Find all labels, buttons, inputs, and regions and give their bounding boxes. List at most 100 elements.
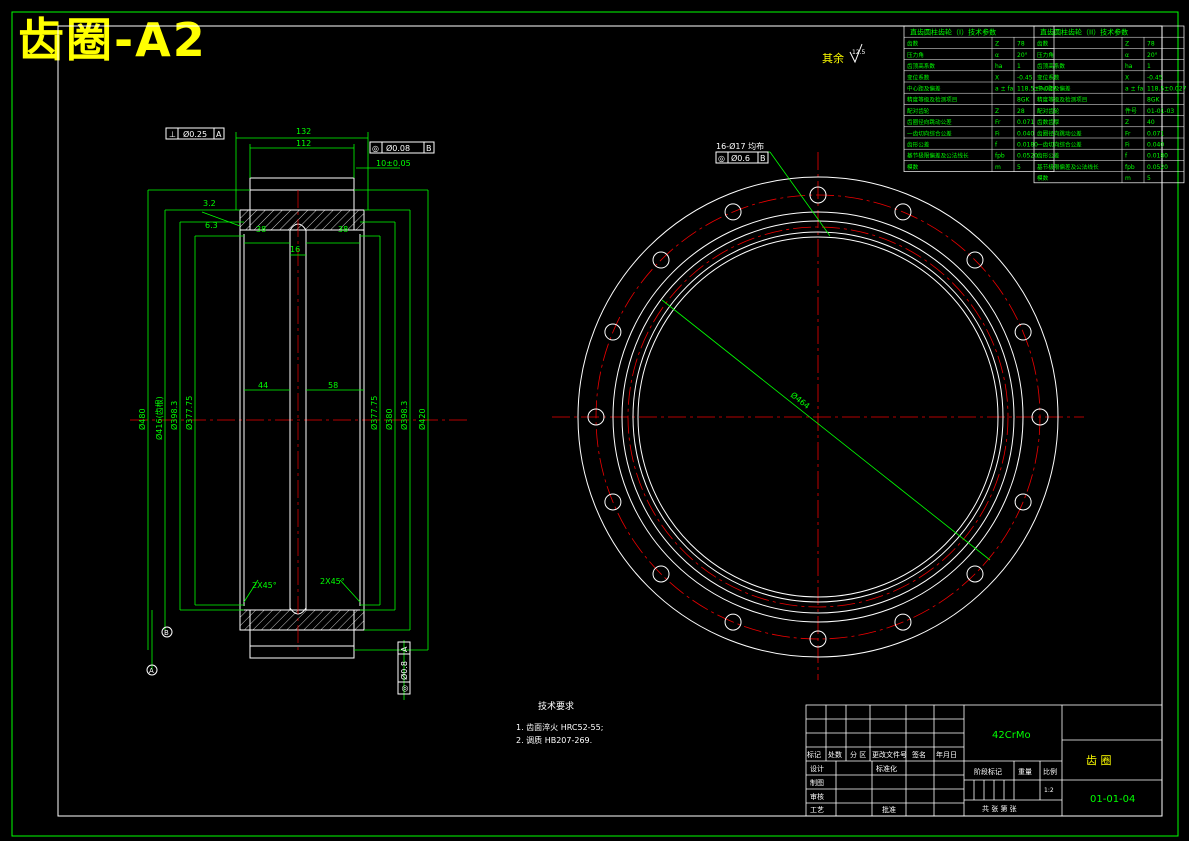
table-cell: 精度等级及检测项目: [1037, 96, 1087, 104]
surface-symbol-value: 12.5: [852, 49, 866, 56]
tb-material: 42CrMo: [992, 730, 1031, 741]
roughness-symbol-icon: [849, 43, 863, 64]
hole-note: 16-Ø17 均布: [716, 141, 764, 151]
table-cell: 配对齿轮: [1037, 107, 1060, 115]
table-cell: 齿形公差: [907, 141, 930, 149]
table-cell: 件号: [1125, 107, 1137, 115]
hole-gdt-value: Ø0.6: [731, 153, 750, 163]
surface-note: 其余: [822, 51, 844, 65]
front-view: [552, 152, 1084, 680]
bolt-hole: [1014, 323, 1032, 341]
table-cell: 118.5±0.027: [1147, 86, 1187, 93]
tb-row-check: 制图: [810, 778, 824, 787]
table-cell: 0.040: [1017, 130, 1034, 137]
table-title: 直齿圆柱齿轮（I）技术参数: [910, 28, 996, 37]
table-cell: m: [995, 164, 1001, 171]
gdt-top-left-symbol: ⊥: [169, 130, 176, 139]
table-cell: Fr: [995, 119, 1001, 126]
table-cell: 20°: [1147, 52, 1158, 59]
tb-row-design: 设计: [810, 764, 824, 773]
bolt-hole: [1014, 493, 1032, 511]
datum-a: A: [149, 667, 154, 675]
table-cell: 0.0520: [1147, 164, 1168, 171]
table-cell: 模数: [1037, 174, 1049, 182]
tech-req-title: 技术要求: [538, 700, 574, 712]
tb-drawing-no: 01-01-04: [1090, 794, 1135, 805]
table-cell: 基节极限偏差及公法线长: [1037, 163, 1099, 171]
tb-header-5: 签名: [912, 750, 926, 759]
pcd-dimension: [661, 151, 991, 561]
table-cell: m: [1125, 175, 1131, 182]
table-cell: 压力角: [1037, 51, 1054, 59]
table-cell: 齿圈径向跳动公差: [1037, 129, 1082, 137]
tb-header-4: 更改文件号: [872, 750, 907, 759]
gdt-top-right-datum: B: [426, 144, 432, 153]
tb-row-review: 审核: [810, 792, 824, 801]
gdt-bottom-datum: A: [400, 646, 409, 652]
roughness-1: 3.2: [203, 199, 216, 208]
tb-header-3: 分 区: [850, 750, 866, 759]
dim-left-tooth: 38: [256, 225, 266, 234]
bolt-hole: [894, 203, 912, 221]
hole-gdt-symbol: ◎: [718, 154, 725, 163]
table-cell: 中心距及偏差: [907, 85, 941, 93]
bolt-hole: [587, 408, 605, 426]
tb-header-1: 标记: [807, 750, 821, 759]
dim-left-bore: 44: [258, 381, 268, 390]
tb-row-std: 标准化: [876, 764, 897, 773]
table-cell: 一齿切向综合公差: [907, 129, 952, 137]
table-cell: 齿顶高系数: [1037, 62, 1065, 70]
table-cell: 压力角: [907, 51, 924, 59]
table-cell: Z: [1125, 119, 1129, 126]
tb-weight: 重量: [1018, 768, 1032, 776]
table-cell: X: [1125, 74, 1129, 81]
gdt-top-left-value: Ø0.25: [183, 129, 207, 139]
table-cell: -0.45: [1147, 74, 1163, 81]
table-cell: 0.0180: [1017, 142, 1038, 149]
table-cell: 齿圈径向跳动公差: [907, 118, 952, 126]
table-cell: Z: [1125, 41, 1129, 48]
gdt-frame-bottom: [397, 641, 411, 695]
dim-right-bore: 58: [328, 381, 338, 390]
tb-row-approve: 批准: [882, 805, 896, 814]
table-cell: 01-01-03: [1147, 108, 1174, 115]
bolt-hole: [724, 613, 742, 631]
tb-header-6: 年月日: [936, 750, 957, 759]
table-cell: 5: [1017, 164, 1021, 171]
table-title: 直齿圆柱齿轮（II）技术参数: [1040, 28, 1128, 37]
table-cell: Z: [995, 108, 999, 115]
table-cell: 基节极限偏差及公法线长: [907, 152, 969, 160]
outer-border: [11, 11, 1179, 837]
section-dimension-texts: 132 112 10±0.05 16 38 38 44 58 3.2 6.3 2…: [137, 127, 427, 590]
table-cell: 中心距及偏差: [1037, 85, 1071, 93]
table-cell: 齿形公差: [1037, 152, 1060, 160]
bolt-holes: [587, 186, 1049, 648]
table-cell: 齿顶高系数: [907, 62, 935, 70]
table-cell: 0.071: [1017, 119, 1034, 126]
table-cell: 0.040: [1147, 142, 1164, 149]
table-cell: Fi: [995, 130, 1000, 137]
section-dimensions: [147, 132, 429, 700]
dim-left-diam-2: Ø416(齿根): [154, 396, 164, 440]
hole-gdt-datum: B: [760, 154, 766, 163]
gdt-frame-top-right: [369, 141, 435, 154]
dim-overall-width: 132: [296, 127, 311, 136]
table-cell: 配对齿轮: [907, 107, 930, 115]
table-cell: 变位系数: [1037, 73, 1060, 81]
chamfer-right: 2X45°: [320, 577, 345, 586]
bolt-hole: [1031, 408, 1049, 426]
tb-stage-mark: 阶段标记: [974, 767, 1002, 776]
table-cell: 模数: [907, 163, 919, 171]
bolt-hole: [894, 613, 912, 631]
table-cell: 一齿切向综合公差: [1037, 141, 1082, 149]
sheet-title: 齿圈-A2: [18, 13, 207, 67]
inner-border: [57, 25, 1163, 817]
table-cell: a ± fa: [995, 86, 1014, 93]
table-cell: X: [995, 74, 999, 81]
pcd-text: Ø464: [789, 390, 812, 411]
table-cell: 118.5±0.027: [1017, 86, 1057, 93]
bolt-hole: [966, 251, 984, 269]
dim-right-diam-3: Ø398.3: [399, 401, 409, 430]
